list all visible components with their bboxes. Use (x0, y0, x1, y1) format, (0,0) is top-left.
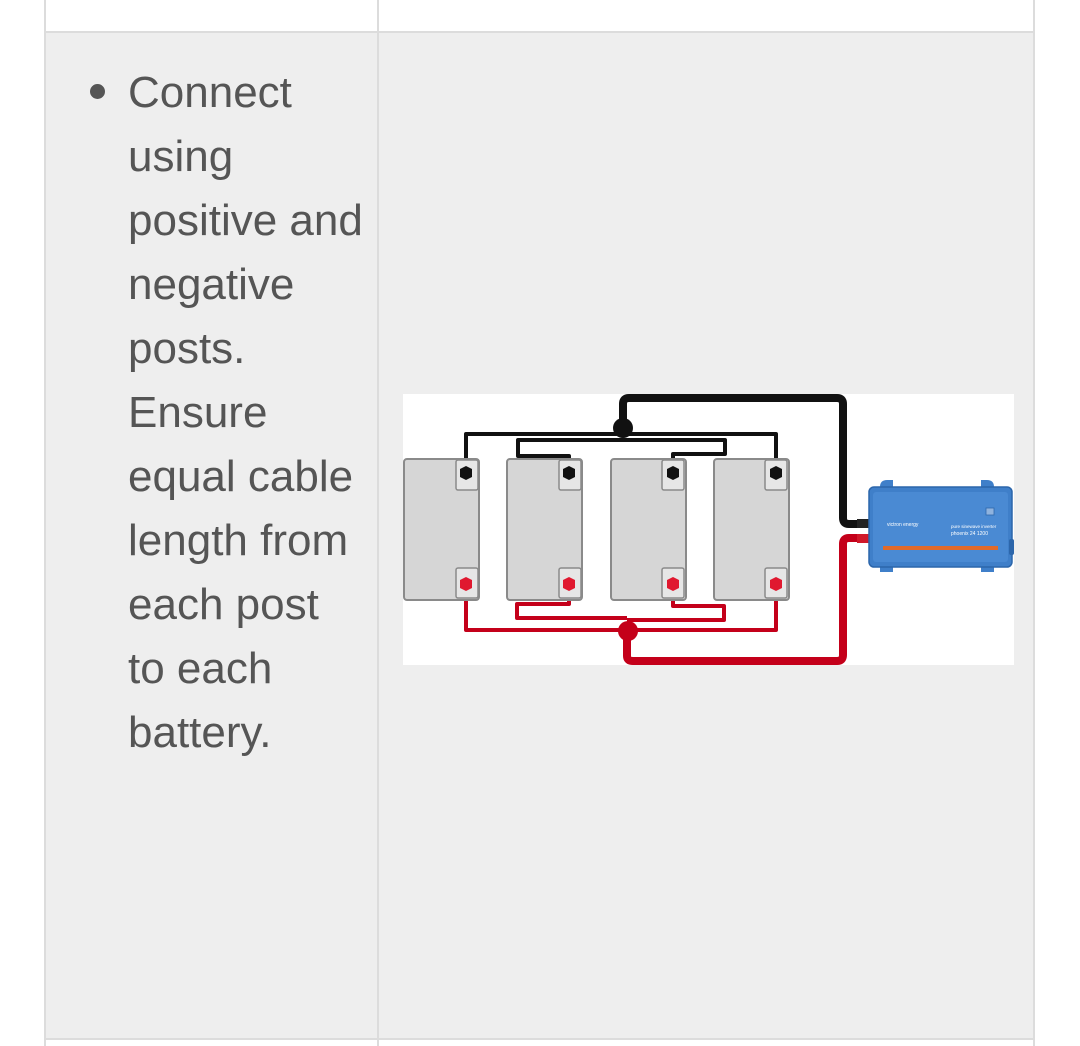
inverter-brand-label: victron energy (887, 522, 919, 528)
wiring-diagram: victron energy pure sinewave inverter ph… (403, 394, 1014, 665)
positive-post-icon (460, 577, 472, 591)
positive-main-cable (623, 534, 861, 665)
negative-post-icon (460, 466, 472, 480)
column-divider (377, 0, 379, 1046)
inverter-positive-terminal (857, 534, 869, 543)
positive-post-icon (667, 577, 679, 591)
bullet-icon (90, 84, 105, 99)
inverter: victron energy pure sinewave inverter ph… (857, 480, 1014, 572)
inverter-stripe (883, 546, 998, 550)
negative-main-cable (619, 394, 861, 528)
content-table: Connect using positive and negative post… (44, 0, 1035, 1046)
table-row-next (46, 1040, 1033, 1046)
inverter-negative-terminal (857, 519, 869, 528)
table-row-previous (46, 0, 1033, 33)
instruction-list: Connect using positive and negative post… (86, 61, 366, 765)
battery-1 (403, 458, 480, 601)
list-item: Connect using positive and negative post… (86, 61, 366, 765)
battery-4 (713, 458, 790, 601)
negative-post-icon (770, 466, 782, 480)
inverter-switch-icon (985, 507, 995, 516)
inverter-model-label-1: pure sinewave inverter (951, 524, 997, 529)
table-row: Connect using positive and negative post… (46, 33, 1033, 1040)
positive-post-icon (563, 577, 575, 591)
negative-junction (613, 418, 633, 438)
wiring-diagram-svg: victron energy pure sinewave inverter ph… (403, 394, 1014, 665)
negative-post-icon (563, 466, 575, 480)
positive-junction (618, 621, 638, 641)
instruction-text: Connect using positive and negative post… (128, 68, 363, 757)
inverter-model-label-2: phoenix 24 1200 (951, 531, 988, 537)
battery-2 (506, 458, 583, 601)
battery-3 (610, 458, 687, 601)
negative-cable-battery-1 (464, 432, 623, 466)
negative-cable-battery-4 (623, 432, 778, 466)
positive-post-icon (770, 577, 782, 591)
negative-post-icon (667, 466, 679, 480)
